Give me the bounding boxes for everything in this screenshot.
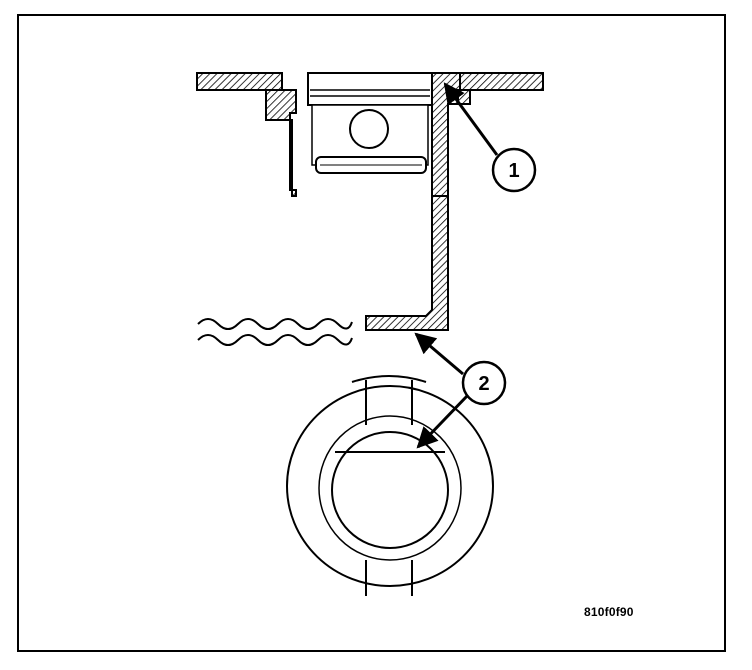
circular-fitting [286,375,494,596]
callout-1-label: 1 [508,160,519,182]
bore-assembly [307,72,433,174]
callout-1: 1 [443,82,537,193]
figure-id-label: 810f0f90 [584,605,634,619]
callout-2-label: 2 [478,373,489,395]
callout-2: 2 [414,332,507,449]
baffle-tube [365,195,449,331]
fluid-level-lines [197,318,353,346]
